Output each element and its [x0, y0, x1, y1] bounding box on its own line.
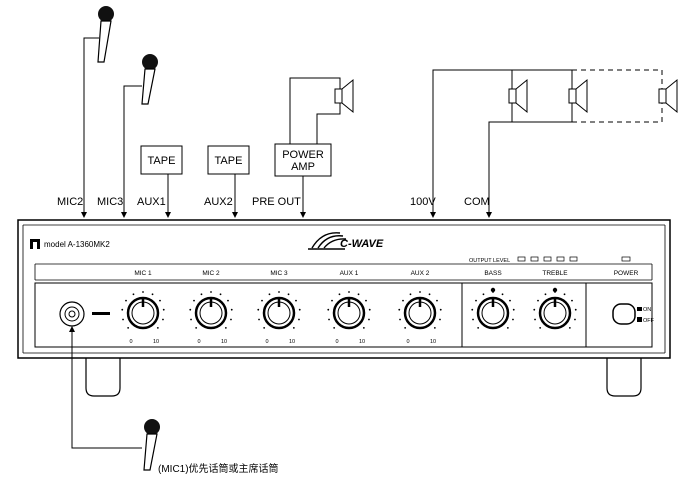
scale-min-label: 0: [129, 339, 132, 345]
power-on-icon: [637, 307, 642, 311]
amplifier-foot: [606, 357, 642, 397]
scale-max-label: 10: [430, 339, 436, 345]
connection-arrows: [81, 212, 127, 218]
speaker-line-wires-dashed: [572, 69, 663, 123]
speaker-line-wires: [432, 69, 573, 212]
power-label: POWER: [614, 270, 639, 277]
knob-group: 0 10 0 10 0 10 0 10 0 10: [121, 287, 577, 345]
aux1-knob-label: AUX 1: [340, 270, 359, 277]
speaker-icon: [334, 78, 354, 114]
tape-box-2: [207, 145, 250, 175]
amplifier-body: [17, 219, 671, 359]
model-label: model A-1360MK2: [44, 240, 110, 249]
mic1-jack-indicator: [92, 312, 110, 315]
treble-label: TREBLE: [542, 270, 568, 277]
scale-max-label: 10: [359, 339, 365, 345]
center-detent-mark: [552, 287, 558, 293]
power-indicator-led: [621, 256, 631, 262]
microphone-icon: [97, 6, 114, 63]
mic1-arrow: [69, 326, 75, 332]
mic3-knob-label: MIC 3: [270, 270, 288, 277]
scale-min-label: 0: [265, 339, 268, 345]
mic2-knob-label: MIC 2: [202, 270, 220, 277]
tape-box-1: [140, 145, 183, 175]
speaker-icon: [658, 78, 678, 114]
power-on-label: ON: [643, 307, 651, 313]
box-arrows: [165, 212, 306, 218]
scale-min-label: 0: [335, 339, 338, 345]
scale-min-label: 0: [197, 339, 200, 345]
aux2-label: AUX2: [204, 196, 233, 208]
scale-max-label: 10: [153, 339, 159, 345]
microphone-icon: [141, 54, 158, 105]
output-level-label: OUTPUT LEVEL: [469, 258, 510, 264]
mic1-knob-label: MIC 1: [134, 270, 152, 277]
power-off-icon: [637, 317, 642, 322]
power-amp-label-1: POWER: [282, 149, 324, 161]
mic1-volume-knob[interactable]: [121, 291, 165, 330]
mic3-label: MIC3: [97, 196, 123, 208]
com-label: COM: [464, 196, 490, 208]
100v-label: 100V: [410, 196, 436, 208]
c-wave-logo-icon: [308, 232, 347, 250]
tape-box-2-label: TAPE: [215, 155, 243, 167]
output-arrows: [430, 212, 492, 218]
scale-max-label: 10: [221, 339, 227, 345]
mic1-cable: [71, 332, 142, 449]
treble-knob[interactable]: [533, 291, 577, 330]
power-off-label: OFF: [643, 318, 655, 324]
power-amp-speaker-wires: [289, 77, 341, 144]
control-panel: [34, 282, 653, 348]
mic-cables: [83, 37, 142, 212]
mic1-input-jack[interactable]: [59, 301, 85, 327]
mic2-volume-knob[interactable]: [189, 291, 233, 330]
mic1-note: (MIC1)优先话筒或主席话筒: [158, 462, 279, 475]
bass-label: BASS: [484, 270, 502, 277]
mic2-label: MIC2: [57, 196, 83, 208]
power-amp-label-2: AMP: [291, 161, 315, 173]
tape-box-1-label: TAPE: [148, 155, 176, 167]
brand-name: C-WAVE: [340, 238, 384, 250]
output-level-leds: [517, 256, 578, 262]
center-detent-mark: [490, 287, 496, 293]
scale-max-label: 10: [289, 339, 295, 345]
bass-knob[interactable]: [471, 291, 515, 330]
microphone-icon: [143, 419, 160, 471]
pre-out-label: PRE OUT: [252, 196, 301, 208]
aux2-knob-label: AUX 2: [411, 270, 430, 277]
scale-min-label: 0: [406, 339, 409, 345]
aux2-volume-knob[interactable]: [398, 291, 442, 330]
box-cables: [167, 174, 304, 212]
brand-logo-icon: [30, 239, 40, 249]
amplifier-foot: [85, 357, 121, 397]
power-switch[interactable]: [612, 303, 636, 325]
aux1-volume-knob[interactable]: [327, 291, 371, 330]
mic3-volume-knob[interactable]: [257, 291, 301, 330]
aux1-label: AUX1: [137, 196, 166, 208]
